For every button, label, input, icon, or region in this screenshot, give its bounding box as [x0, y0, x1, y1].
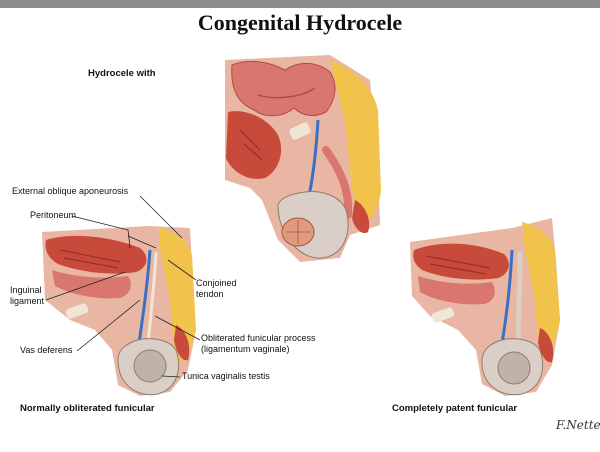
leader-vas-deferens — [76, 299, 141, 352]
leader-peritoneum — [71, 215, 131, 249]
artist-signature: F.Netter — [556, 418, 600, 432]
label-conjoined-tendon: Conjoined tendon — [196, 278, 237, 299]
label-inguinal-ligament: Inguinal ligament — [10, 285, 45, 306]
top-illustration — [225, 55, 381, 262]
leader-obliterated-process — [154, 315, 201, 341]
leader-lines — [45, 195, 201, 378]
label-obliterated-funicular-process: Obliterated funicular process (ligamentu… — [201, 333, 316, 354]
leader-external-oblique — [139, 195, 183, 239]
leader-tunica-vaginalis — [161, 375, 181, 378]
leader-conjoined-tendon — [167, 259, 197, 281]
top-bar — [0, 0, 600, 8]
caption-normally-obliterated: Normally obliterated funicular — [20, 403, 155, 414]
leader-peritoneum-2 — [127, 235, 157, 249]
leader-inguinal-ligament — [45, 271, 126, 301]
right-illustration — [410, 218, 560, 396]
label-tunica-vaginalis-testis: Tunica vaginalis testis — [182, 371, 270, 381]
label-vas-deferens: Vas deferens — [20, 345, 73, 355]
label-external-oblique-aponeurosis: External oblique aponeurosis — [12, 186, 129, 196]
page-title: Congenital Hydrocele — [197, 10, 403, 35]
caption-completely-patent: Completely patent funicular — [392, 403, 518, 414]
label-peritoneum: Peritoneum — [30, 210, 77, 220]
left-illustration — [42, 226, 196, 396]
caption-hydrocele-with: Hydrocele with — [88, 68, 156, 79]
